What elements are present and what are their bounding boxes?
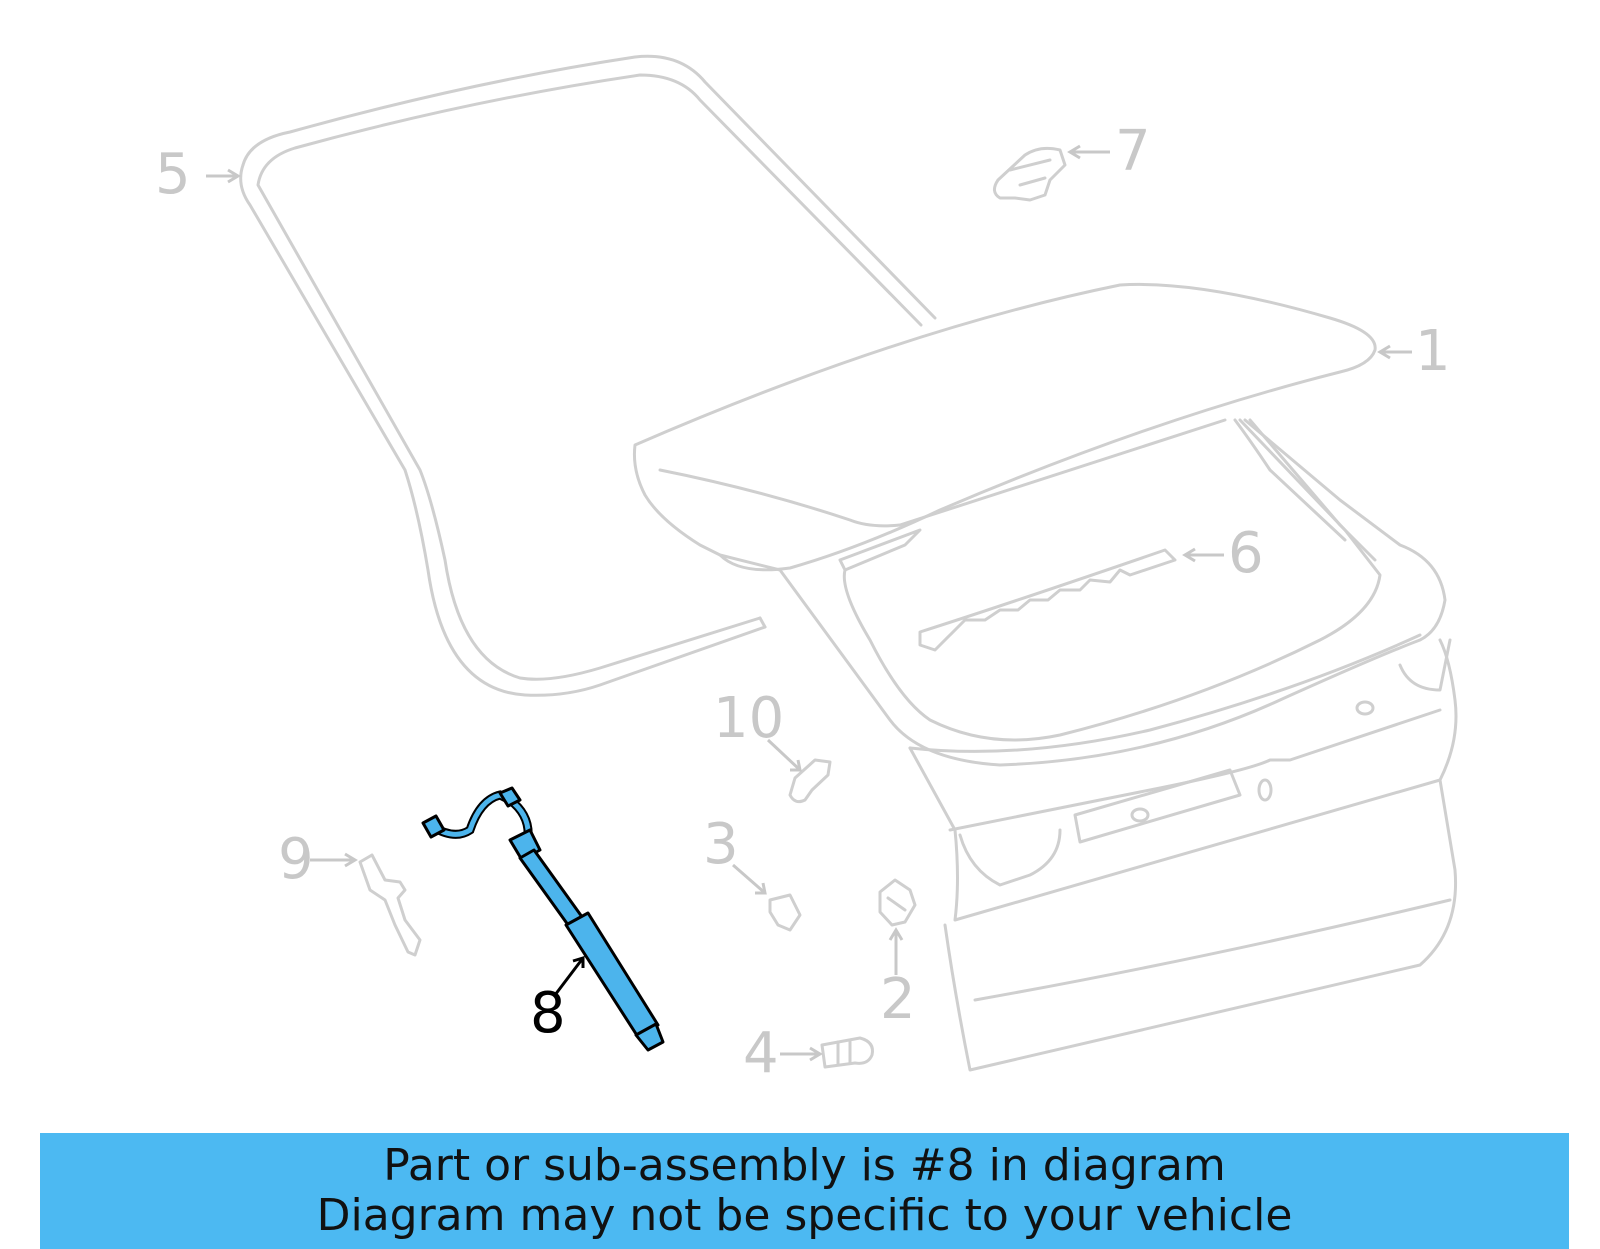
callout-labels: 5 1 7 6 10 3 2 4 9 8	[155, 119, 1451, 1086]
part-7-striker-drawing	[993, 146, 1067, 202]
callout-label-4: 4	[743, 1021, 779, 1086]
part-3-bracket-drawing	[768, 893, 802, 932]
callout-label-2: 2	[880, 967, 916, 1032]
callout-label-5: 5	[155, 142, 191, 207]
part-4-grommet-drawing	[820, 1036, 874, 1069]
callout-label-7: 7	[1115, 119, 1151, 184]
callout-arrows	[206, 144, 1412, 1062]
callout-arrow-8	[553, 957, 585, 996]
callout-label-3: 3	[703, 812, 739, 877]
callout-label-6: 6	[1228, 521, 1264, 586]
exploded-parts-diagram: 5 1 7 6 10 3 2 4 9 8	[155, 54, 1458, 1086]
banner-part-number-text: Part or sub-assembly is #8 in diagram	[383, 1140, 1226, 1191]
info-banner: Part or sub-assembly is #8 in diagram Di…	[40, 1133, 1569, 1249]
part-2-latch-drawing	[878, 878, 917, 927]
callout-arrow-3	[732, 863, 766, 895]
part-9-hinge-drawing	[358, 853, 422, 957]
part-6-brake-light-drawing	[918, 548, 1177, 652]
part-8-power-strut-drawing	[421, 786, 665, 1052]
part-10-bumper-drawing	[788, 758, 832, 804]
callout-label-8: 8	[530, 981, 566, 1046]
callout-arrow-10	[766, 738, 802, 772]
callout-label-10: 10	[713, 686, 784, 751]
callout-label-1: 1	[1415, 319, 1451, 384]
callout-label-9: 9	[278, 827, 314, 892]
part-5-weatherstrip-drawing	[239, 54, 937, 697]
banner-disclaimer-text: Diagram may not be specific to your vehi…	[316, 1190, 1293, 1241]
part-1-liftgate-drawing	[633, 282, 1458, 1072]
